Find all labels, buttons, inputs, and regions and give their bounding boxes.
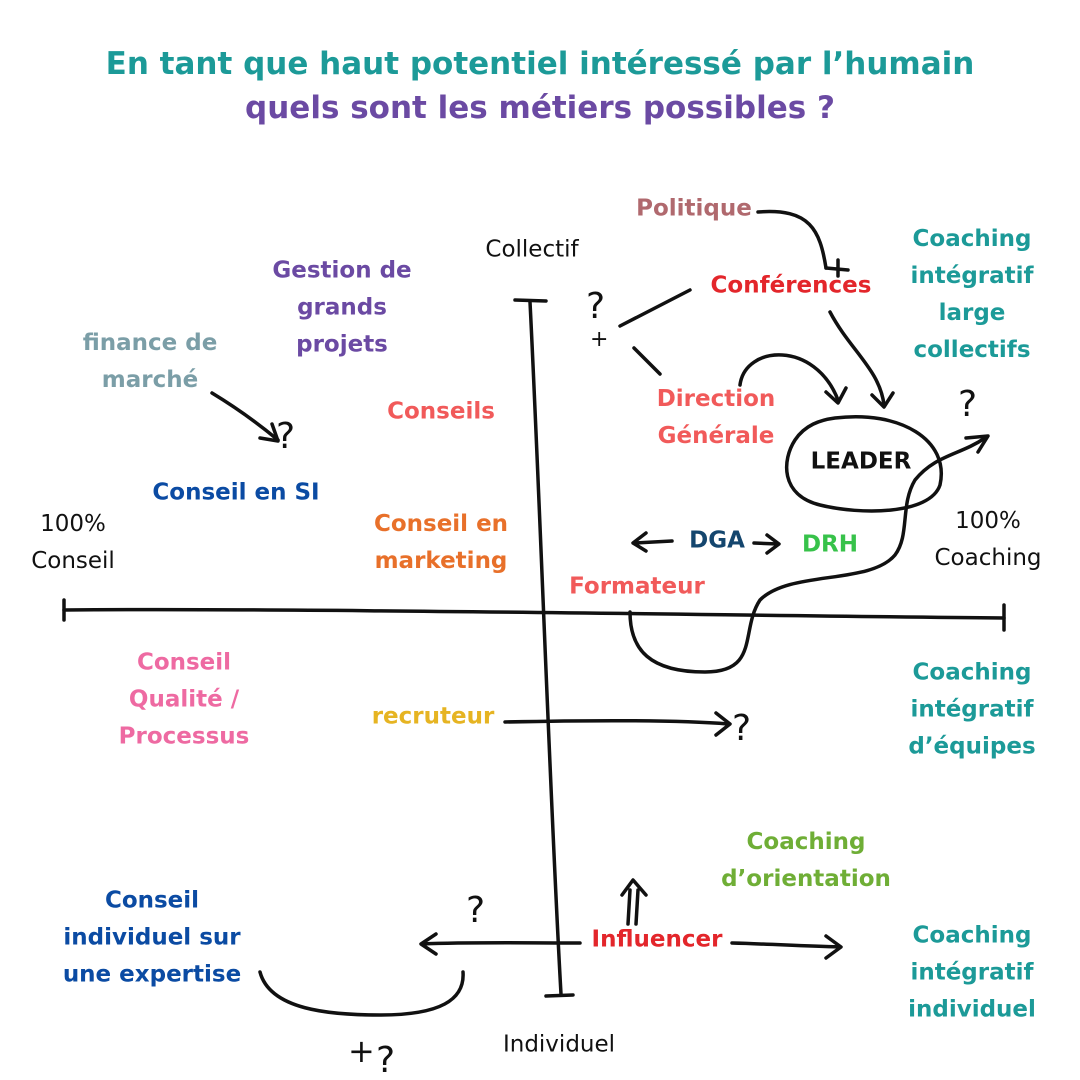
dga-right-arrow [752,541,780,546]
label-conseil-individuel-expertise: Conseil individuel sur une expertise [62,887,242,988]
leader-circle [784,415,943,513]
axis-label-coaching: 100% Coaching [934,508,1042,571]
axis-label-individuel: Individuel [502,1031,616,1058]
vertical-axis [528,300,563,996]
label-influencer: Influencer [591,926,723,953]
vertical-axis-bottom-cap [544,993,575,998]
politique-plus [824,258,850,278]
finance-arrowhead [258,422,280,443]
label-conseil-en-marketing: Conseil en marketing [373,511,509,574]
label-conseils: Conseils [387,398,495,425]
dash-to-direction [632,346,662,376]
label-coaching-large-collectifs: Coaching intégratif large collectifs [910,226,1034,363]
label-recruteur: recruteur [371,703,495,730]
formateur-loop-curve [628,436,987,674]
label-coaching-integratif-equipes: Coaching intégratif d’équipes [908,659,1036,760]
title-line-1: En tant que haut potentiel intéressé par… [105,46,975,82]
label-coaching-integratif-individuel: Coaching intégratif individuel [908,922,1036,1023]
loop-arrowhead [964,434,990,454]
dga-left-arrowhead [631,531,648,553]
influencer-right-arrowhead [824,934,843,960]
dash-to-conferences [618,288,692,328]
label-politique: Politique [636,195,752,222]
label-conseil-qualite-processus: Conseil Qualité / Processus [118,649,250,750]
influencer-right-arrow [730,941,842,949]
question-mark-bottom: ? [376,1040,395,1080]
dga-right-arrowhead [765,533,781,555]
influencer-up-arrow [620,878,648,926]
direction-to-leader-arrow [738,353,840,402]
question-mark-top: ? [586,286,605,327]
label-coaching-orientation: Coaching d’orientation [721,829,891,892]
label-conferences: Conférences [710,272,872,299]
label-drh: DRH [801,531,859,558]
label-formateur: Formateur [569,573,705,600]
label-finance-de-marche: finance de marché [82,330,218,393]
conferences-arrowhead [870,391,895,409]
label-dga: DGA [689,527,745,554]
plus-mark-2: + [348,1032,375,1070]
label-direction-generale: Direction Générale [656,386,776,449]
recruteur-arrowhead [714,711,732,737]
question-mark-influencer: ? [466,890,485,931]
label-conseil-en-si: Conseil en SI [152,479,320,506]
recruteur-arrow [503,718,730,726]
question-mark-leader: ? [958,384,977,425]
axis-label-conseil: 100% Conseil [31,511,115,574]
title-line-2: quels sont les métiers possibles ? [245,90,835,126]
vertical-axis-top-cap [513,298,548,303]
finance-arrow [210,391,280,442]
label-leader: LEADER [810,448,912,475]
question-mark-recruteur: ? [732,708,751,749]
question-mark-finance: ? [276,416,295,457]
bottom-curve [258,970,465,1017]
politique-arrow [756,209,828,270]
direction-arrowhead [824,386,848,405]
axis-label-collectif: Collectif [485,236,579,263]
page-title: En tant que haut potentiel intéressé par… [0,42,1080,130]
influencer-left-arrow [420,941,582,946]
conferences-to-leader-arrow [828,310,886,407]
influencer-left-arrowhead [419,932,438,956]
dga-left-arrow [632,539,674,545]
plus-mark-1: + [590,327,608,352]
horizontal-axis [62,607,1006,620]
label-gestion-grands-projets: Gestion de grands projets [272,257,412,358]
